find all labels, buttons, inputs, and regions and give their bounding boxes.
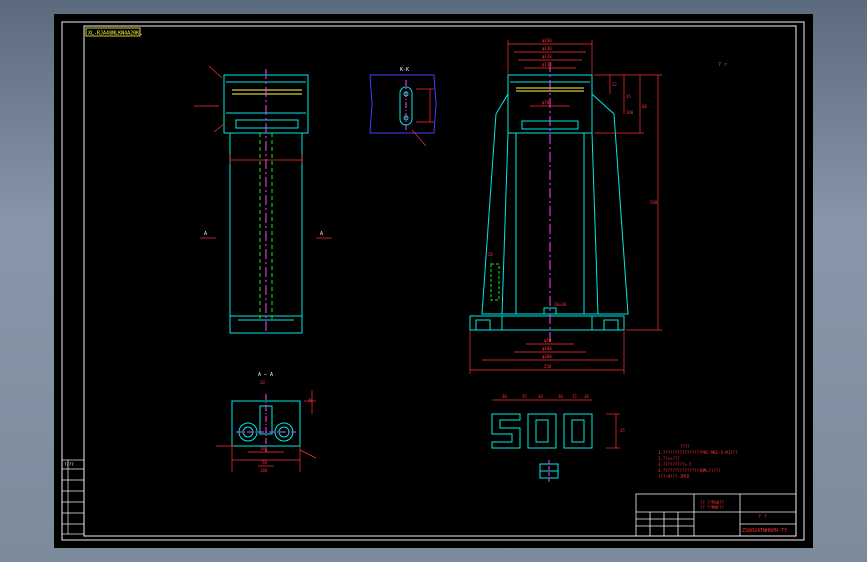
svg-text:60: 60 (642, 104, 647, 109)
svg-text:100: 100 (626, 110, 634, 115)
svg-text:φ100: φ100 (542, 346, 552, 351)
front-view-body (481, 93, 629, 315)
title-company-line1: ?? ??MSH?? (700, 500, 725, 505)
title-block (635, 493, 797, 537)
outer-frame (61, 21, 805, 541)
svg-text:20: 20 (260, 380, 265, 385)
svg-text:500: 500 (650, 200, 658, 205)
svg-text:1.????????????????PHC-MRL-S-M1: 1.????????????????PHC-MRL-S-M1??? (658, 450, 738, 455)
model-dim-labels: 30 15 30 10 15 30 45 (502, 394, 625, 433)
section-a-right: A (320, 231, 323, 237)
svg-text:φ110: φ110 (542, 62, 552, 67)
section-a-left: A (204, 231, 207, 237)
svg-text:????: ???? (680, 444, 690, 449)
svg-text:45: 45 (620, 428, 625, 433)
svg-text:30: 30 (584, 394, 589, 399)
svg-text:30: 30 (502, 394, 507, 399)
inner-frame (83, 25, 797, 537)
model-digit-0-second (563, 413, 593, 449)
svg-text:2.??>>???: 2.??>>??? (658, 456, 680, 461)
svg-text:φ160: φ160 (542, 38, 552, 43)
svg-text:250: 250 (544, 364, 552, 369)
svg-text:10: 10 (558, 394, 563, 399)
aa-view (216, 390, 317, 472)
title-mark: ? ? (758, 514, 767, 520)
model-number (491, 399, 620, 449)
svg-text:???-M???-JMTO: ???-M???-JMTO (658, 474, 690, 479)
svg-text:20x30: 20x30 (554, 302, 567, 307)
svg-text:φ50: φ50 (544, 338, 552, 343)
svg-text:φ140: φ140 (542, 46, 552, 51)
front-top-dim-labels: φ160 φ140 φ130 φ110 φ70 (542, 38, 552, 105)
front-view-base (469, 315, 625, 331)
side-table-title: ???? (64, 462, 74, 467)
svg-text:φ130: φ130 (542, 54, 552, 59)
svg-text:15: 15 (572, 394, 577, 399)
small-part (539, 460, 559, 482)
view-aa-label: A — A (258, 372, 273, 378)
front-view (469, 40, 662, 374)
cad-drawing-canvas: XL-RJA48NLKN4A20KL ???? (54, 14, 813, 548)
svg-text:180: 180 (260, 468, 268, 473)
svg-text:50: 50 (262, 460, 267, 465)
svg-text:100: 100 (260, 446, 268, 451)
svg-text:φ200: φ200 (542, 354, 552, 359)
model-digit-5 (491, 413, 521, 449)
side-table (61, 459, 85, 535)
svg-text:3.?????????>-5: 3.?????????>-5 (658, 462, 692, 467)
svg-text:φ70: φ70 (542, 100, 550, 105)
cad-drawing-svg: XL-RJA48NLKN4A20KL ???? (61, 21, 805, 541)
tech-notes: ???? 1.????????????????PHC-MRL-S-M1??? 2… (658, 444, 738, 479)
model-digit-0-first (527, 413, 557, 449)
svg-text:40: 40 (308, 398, 313, 403)
svg-text:15: 15 (522, 394, 527, 399)
svg-text:20: 20 (488, 252, 493, 257)
roughness-note: 7 ▽ (718, 62, 727, 68)
side-view (194, 65, 332, 334)
view-kk-label: K-K (400, 67, 409, 73)
front-mid-dim-labels: 20 20x30 (488, 252, 567, 307)
svg-text:22: 22 (612, 82, 617, 87)
front-right-dim-labels: 22 35 60 100 500 (612, 82, 658, 205)
aa-dim-labels: 20 40 50 100 180 (260, 380, 313, 473)
svg-text:35: 35 (626, 94, 631, 99)
detail-kk (369, 74, 437, 147)
title-company-line2: ?? ??MNF?? (700, 505, 725, 510)
svg-text:4.??????????????(SNM=?)???: 4.??????????????(SNM=?)??? (658, 468, 721, 473)
title-drawing-no: ZS0024TWH6PR-TY (742, 528, 787, 534)
front-base-dim-labels: φ50 φ100 φ200 250 (542, 338, 552, 369)
svg-text:30: 30 (538, 394, 543, 399)
header-note: XL-RJA48NLKN4A20KL (88, 31, 142, 37)
header-note-box (85, 27, 141, 37)
